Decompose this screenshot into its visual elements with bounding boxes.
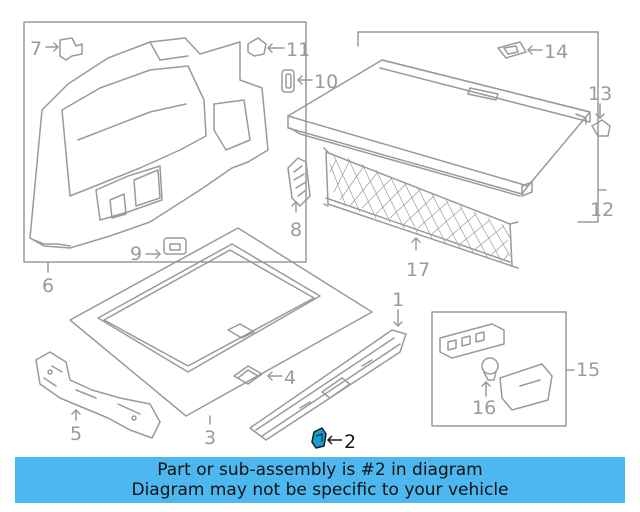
vent-8 (287, 157, 311, 213)
callout-4: 4 (284, 367, 296, 389)
clip-13 (591, 103, 611, 137)
tonneau-cover (287, 59, 591, 197)
callout-2: 2 (344, 431, 356, 453)
callout-15: 15 (576, 359, 600, 381)
callout-14: 14 (544, 41, 568, 63)
callout-11: 11 (286, 39, 310, 61)
bracket-10 (281, 69, 313, 93)
callout-7: 7 (30, 38, 42, 60)
lamp-15 (439, 323, 553, 411)
hook-9 (145, 237, 187, 259)
callout-12: 12 (590, 199, 614, 221)
floor-panel (97, 243, 321, 373)
group-box-6 (23, 21, 307, 263)
callout-10: 10 (314, 71, 338, 93)
cargo-net (323, 147, 519, 269)
quarter-trim-panel (29, 37, 269, 249)
bulb-16 (481, 357, 499, 397)
banner-line-2: Diagram may not be specific to your vehi… (131, 480, 509, 500)
sill-plate-1 (249, 309, 407, 441)
group-box-3 (69, 227, 373, 417)
callout-16: 16 (472, 397, 496, 419)
callout-5: 5 (70, 423, 82, 445)
bracket-5 (35, 351, 161, 439)
cover-4 (233, 365, 283, 385)
callout-17: 17 (406, 259, 430, 281)
clip-11 (247, 37, 285, 57)
callout-13: 13 (588, 83, 612, 105)
group-box-12 (357, 31, 599, 223)
clip-7 (45, 37, 83, 61)
clip-2-highlighted (311, 427, 342, 449)
group-box-15 (431, 311, 567, 427)
info-banner: Part or sub-assembly is #2 in diagram Di… (15, 457, 625, 503)
callout-6: 6 (42, 275, 54, 297)
callout-1: 1 (392, 289, 404, 311)
clip-14 (497, 41, 543, 59)
callout-9: 9 (130, 243, 142, 265)
banner-line-1: Part or sub-assembly is #2 in diagram (157, 460, 483, 480)
callout-3: 3 (204, 427, 216, 449)
callout-8: 8 (290, 219, 302, 241)
